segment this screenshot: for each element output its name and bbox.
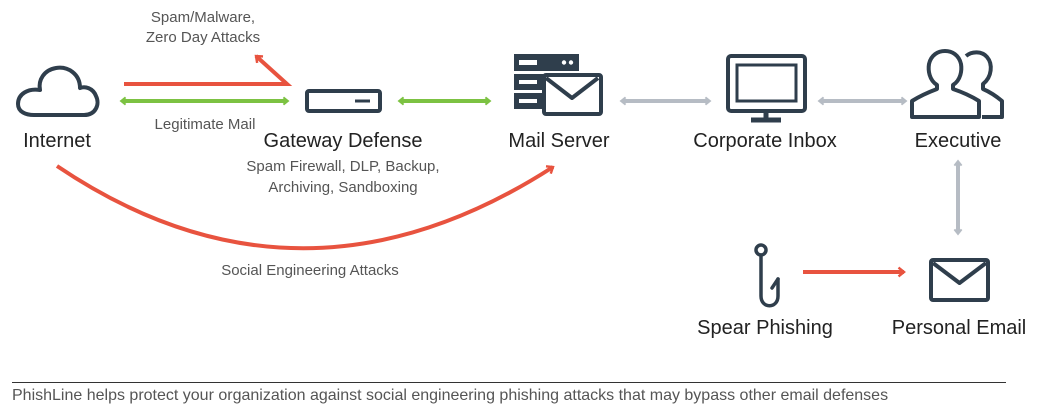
mail-server-icon: [514, 54, 603, 116]
monitor-icon: [726, 54, 807, 123]
mail-server-label: Mail Server: [508, 130, 610, 152]
envelope-icon: [929, 258, 990, 302]
spam-malware-label: Spam/Malware,: [150, 9, 256, 26]
gateway-defense-label: Gateway Defense: [263, 130, 423, 152]
executive-label: Executive: [914, 130, 1002, 152]
spear-phishing-label: Spear Phishing: [697, 317, 833, 339]
zero-day-attacks-label: Zero Day Attacks: [145, 29, 261, 46]
spam-malware-bounce-arrow: [124, 54, 293, 86]
caption-divider: [12, 382, 1006, 383]
personal-email-label: Personal Email: [891, 317, 1027, 339]
users-icon: [910, 49, 1004, 119]
cloud-icon: [16, 65, 100, 117]
fish-hook-icon: [754, 243, 780, 308]
gateway-appliance-icon: [305, 89, 382, 113]
legitimate-mail-label: Legitimate Mail: [154, 116, 256, 133]
caption-text: PhishLine helps protect your organizatio…: [12, 387, 889, 404]
social-engineering-curve-arrow: [55, 164, 555, 251]
social-engineering-label: Social Engineering Attacks: [221, 262, 399, 279]
internet-label: Internet: [23, 130, 91, 152]
gateway-features-line-2: Archiving, Sandboxing: [268, 179, 418, 196]
gateway-features-line-1: Spam Firewall, DLP, Backup,: [246, 158, 440, 175]
corporate-inbox-label: Corporate Inbox: [693, 130, 837, 152]
